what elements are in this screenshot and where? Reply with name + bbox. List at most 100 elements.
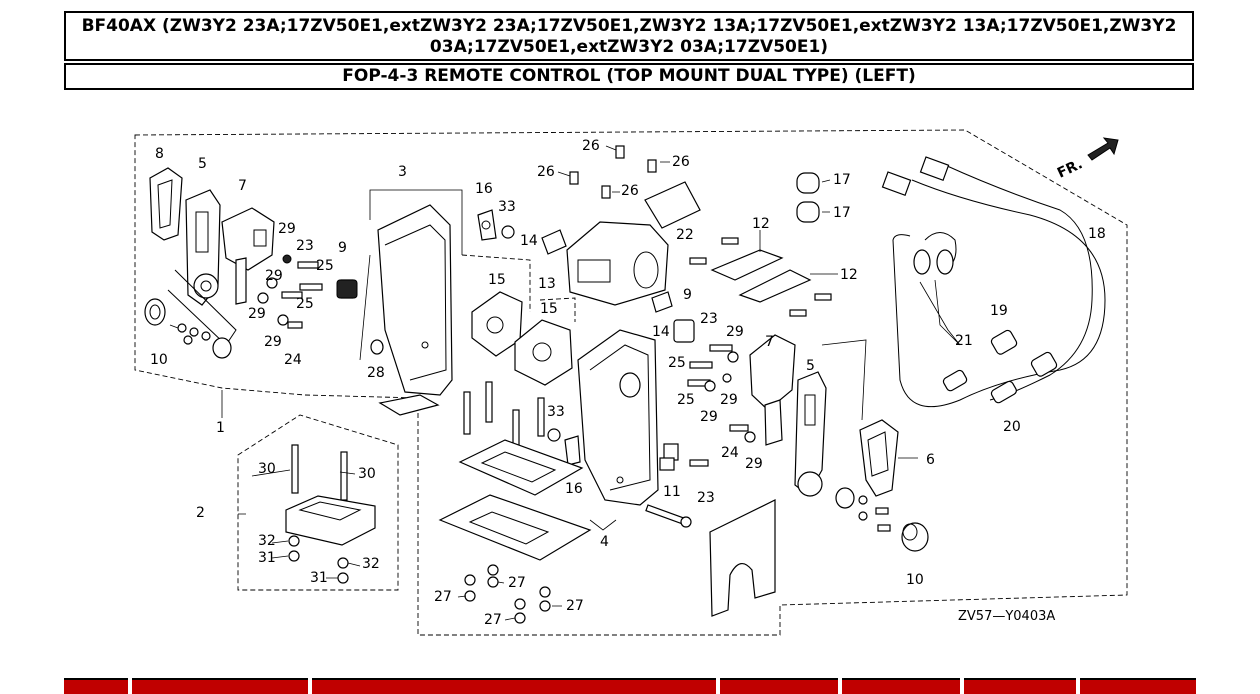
- gasket-lower: [438, 494, 592, 561]
- callout-32: 32: [258, 533, 276, 549]
- long-bolt-right: [645, 504, 692, 528]
- callout-23: 23: [697, 490, 715, 506]
- callout-5: 5: [198, 156, 207, 172]
- assembly-boundary: [134, 129, 1128, 636]
- section-title: FOP-4-3 REMOTE CONTROL (TOP MOUNT DUAL T…: [342, 66, 916, 86]
- subassembly-box-2: [237, 414, 399, 591]
- callout-6: 6: [926, 452, 935, 468]
- callout-25: 25: [296, 296, 314, 312]
- callout-27: 27: [434, 589, 452, 605]
- screws-right: [689, 237, 832, 317]
- parts-table-header-cell: [842, 678, 960, 694]
- part-19-connector: [990, 329, 1018, 355]
- part-14-clip-upper: [541, 229, 567, 255]
- handle-outline: [167, 269, 237, 346]
- callout-19: 19: [990, 303, 1008, 319]
- callout-14: 14: [652, 324, 670, 340]
- parts-table-header-cell: [312, 678, 716, 694]
- part-12-plates: [710, 249, 812, 303]
- part-15-boot-lower: [514, 319, 573, 386]
- part-20-connector: [990, 351, 1058, 404]
- callout-5: 5: [806, 358, 815, 374]
- callout-29: 29: [745, 456, 763, 472]
- callout-25: 25: [677, 392, 695, 408]
- drawing-code: ZV57—Y0403A: [958, 609, 1055, 624]
- callout-28: 28: [367, 365, 385, 381]
- model-line: BF40AX (ZW3Y2 23A;17ZV50E1,extZW3Y2 23A;…: [81, 16, 1177, 57]
- leader-1-right: [919, 279, 961, 346]
- callout-17: 17: [833, 205, 851, 221]
- part-2-mount-block: [285, 495, 376, 546]
- callout-23: 23: [296, 238, 314, 254]
- bracket-3: [359, 189, 463, 361]
- callout-31: 31: [310, 570, 328, 586]
- parts-table-header-cell: [132, 678, 308, 694]
- callout-12: 12: [752, 216, 770, 232]
- callout-33: 33: [498, 199, 516, 215]
- callout-7: 7: [238, 178, 247, 194]
- parts-table-header-cell: [964, 678, 1076, 694]
- callout-21: 21: [955, 333, 973, 349]
- callout-32: 32: [362, 556, 380, 572]
- part-8-lever-grip: [149, 167, 183, 241]
- callout-7: 7: [765, 334, 774, 350]
- callout-26: 26: [672, 154, 690, 170]
- screws-26: [569, 145, 657, 199]
- callout-24: 24: [721, 445, 739, 461]
- callout-17: 17: [833, 172, 851, 188]
- part-18-harness: [881, 156, 1106, 408]
- part-16-clamp-upper: [477, 209, 497, 241]
- callout-12: 12: [840, 267, 858, 283]
- callout-labels: 8 5 7 3 16 33 26 26 26 26 17 17 22 12 12…: [150, 138, 1106, 628]
- part-7-bracket: [221, 207, 275, 305]
- part-10-knob-left: [144, 298, 166, 326]
- part-10-knob-right: [901, 522, 929, 552]
- parts-table-header-cell: [64, 678, 128, 694]
- gasket-upper: [458, 439, 584, 496]
- callout-10: 10: [150, 352, 168, 368]
- part-30-bolts: [291, 444, 348, 501]
- callout-2: 2: [196, 505, 205, 521]
- callout-16: 16: [565, 481, 583, 497]
- callout-8: 8: [155, 146, 164, 162]
- callout-24: 24: [284, 352, 302, 368]
- part-33-nut-lower: [547, 428, 561, 442]
- part-7-bracket-right: [749, 334, 796, 446]
- callout-11: 11: [663, 484, 681, 500]
- callout-30: 30: [358, 466, 376, 482]
- callout-25: 25: [316, 258, 334, 274]
- part-6-grip-right: [859, 419, 899, 497]
- part-13-housing: [566, 221, 669, 306]
- callout-23: 23: [700, 311, 718, 327]
- part-11-switch: [659, 443, 679, 471]
- part-4-control-box: [577, 329, 659, 506]
- callout-13: 13: [538, 276, 556, 292]
- leader-4: [589, 519, 617, 531]
- bolts-right-25-29: [687, 344, 756, 443]
- boot-link-lines: [461, 254, 576, 322]
- callout-27: 27: [566, 598, 584, 614]
- callout-20: 20: [1003, 419, 1021, 435]
- part-14-clip-lower: [651, 291, 673, 313]
- callout-33: 33: [547, 404, 565, 420]
- part-5-arm-right: [794, 371, 827, 497]
- callout-3: 3: [398, 164, 407, 180]
- part-9-pad-left: [336, 279, 358, 299]
- callout-25: 25: [668, 355, 686, 371]
- callout-26: 26: [537, 164, 555, 180]
- front-arrow-icon: [1087, 137, 1119, 161]
- callout-27: 27: [484, 612, 502, 628]
- part-21-connector: [942, 369, 968, 392]
- callout-9: 9: [338, 240, 347, 256]
- template-card: [709, 499, 776, 617]
- callout-15: 15: [488, 272, 506, 288]
- hardware-right: [835, 487, 891, 532]
- callout-18: 18: [1088, 226, 1106, 242]
- callout-26: 26: [582, 138, 600, 154]
- parts-table-header-cell: [720, 678, 838, 694]
- leader-21: [821, 339, 867, 421]
- callout-29: 29: [726, 324, 744, 340]
- part-5-arm: [185, 189, 221, 306]
- part-16-clamp-lower: [564, 435, 581, 466]
